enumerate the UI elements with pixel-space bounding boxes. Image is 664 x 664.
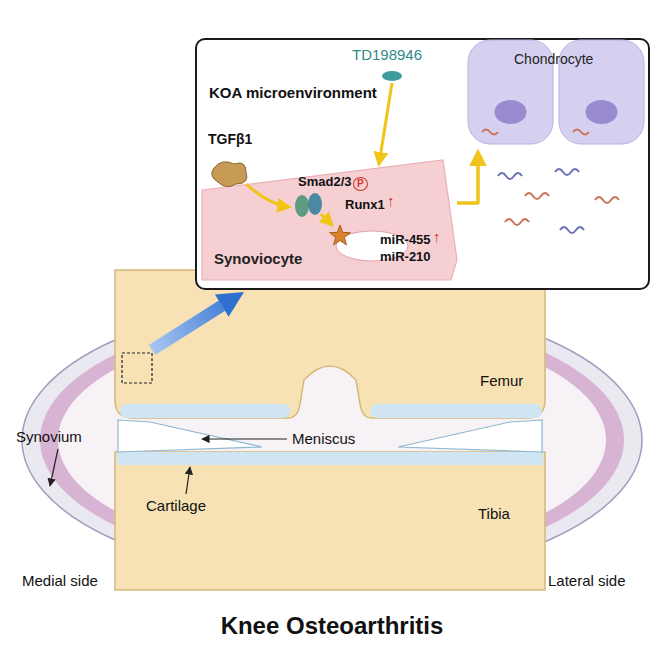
receptor-icon	[308, 193, 322, 215]
mirna-name: miR-455	[380, 232, 431, 248]
title-anchor: Knee Osteoarthritis	[0, 612, 664, 641]
label-anchor: Medial side	[22, 572, 98, 590]
ligand-name: TGFβ1	[208, 131, 252, 148]
label-anchor: TD198946	[352, 46, 422, 64]
synoviocyte-shape	[202, 160, 457, 280]
mirna-squiggle	[560, 227, 584, 233]
drug-icon	[382, 71, 402, 81]
label-anchor: Smad2/3	[298, 172, 351, 190]
drug-name: TD198946	[352, 46, 422, 64]
cell-nucleus	[495, 100, 527, 124]
zoom-arrow	[152, 306, 222, 350]
side-name: Medial side	[22, 572, 98, 590]
drug-arrow	[379, 83, 392, 164]
tibia-bone	[115, 452, 545, 590]
title-text: Knee Osteoarthritis	[221, 612, 444, 641]
side-name: Lateral side	[548, 572, 626, 590]
label-anchor: ↑	[387, 192, 395, 210]
label-anchor: Femur	[480, 372, 523, 390]
femur-bone	[115, 270, 545, 418]
signal-connector	[457, 152, 478, 203]
node-label: Chondrocyte	[514, 51, 593, 68]
leader-line	[50, 449, 58, 486]
mirna-squiggle	[595, 197, 619, 203]
part-name: Femur	[480, 372, 523, 390]
label-anchor: Lateral side	[548, 572, 626, 590]
up-arrow: ↑	[387, 192, 395, 210]
mirna-squiggle	[498, 173, 522, 179]
phospho-mark: P	[353, 177, 368, 191]
leader-line	[202, 438, 287, 439]
part-name: Tibia	[478, 505, 510, 523]
zoom-arrow-head	[215, 292, 244, 317]
up-arrow: ↑	[433, 228, 441, 246]
label-anchor: Runx1	[345, 195, 385, 213]
mirna-name: miR-210	[380, 249, 431, 265]
protein-name: Smad2/3	[298, 174, 351, 190]
inset-ground	[195, 38, 650, 290]
zoom-square	[122, 353, 152, 383]
label-anchor: miR-210	[380, 247, 431, 265]
mirna-squiggle	[505, 219, 529, 225]
mirna-squiggle	[555, 169, 579, 175]
meniscus-shape	[118, 420, 262, 452]
meniscus-shape	[398, 420, 542, 452]
label-anchor: miR-455	[380, 230, 431, 248]
cell-nucleus	[586, 100, 618, 124]
node-label: Synoviocyte	[214, 250, 302, 268]
signal-arrow	[321, 214, 332, 225]
chondrocyte-region: Chondrocyte	[462, 40, 650, 152]
part-name: Meniscus	[292, 430, 355, 448]
mirna-squiggle	[573, 130, 589, 135]
tgf-icon	[212, 162, 247, 187]
leader-line	[186, 467, 190, 494]
part-name: Synovium	[16, 428, 82, 446]
mirna-squiggle	[482, 130, 498, 135]
femoral-cartilage	[370, 404, 542, 418]
femoral-cartilage	[120, 404, 290, 418]
label-anchor: Meniscus	[292, 430, 355, 448]
label-anchor: ↑	[433, 228, 441, 246]
tibial-cartilage	[117, 452, 543, 465]
label-anchor: P	[353, 173, 368, 191]
signal-arrow	[246, 184, 289, 207]
label-anchor: Tibia	[478, 505, 510, 523]
receptor-icon	[295, 195, 309, 217]
runx1-icon	[330, 225, 351, 245]
part-name: Cartilage	[146, 497, 206, 515]
mirna-squiggle	[525, 193, 549, 199]
gene-name: Runx1	[345, 197, 385, 213]
label-anchor: Cartilage	[146, 497, 206, 515]
label-anchor: Synovium	[16, 428, 82, 446]
node-label: KOA microenvironment	[209, 84, 377, 102]
label-anchor: TGFβ1	[208, 130, 252, 148]
